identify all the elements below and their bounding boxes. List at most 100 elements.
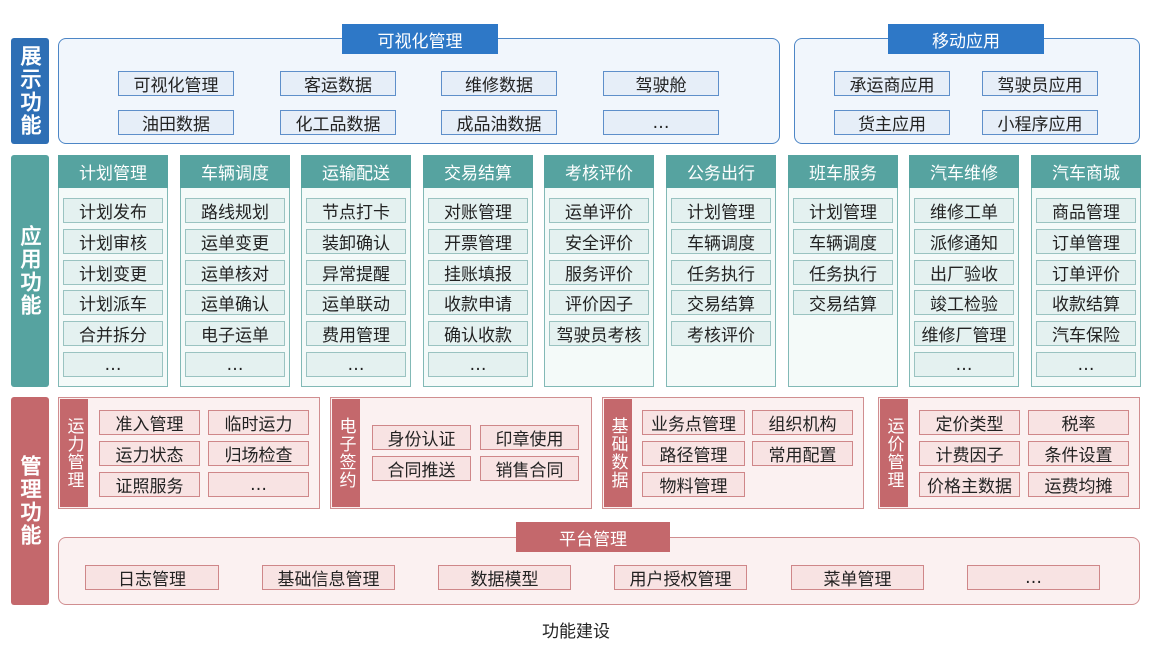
app-column-item: 计划管理 [671,198,771,223]
app-column-title: 考核评价 [544,155,654,188]
app-column-item: 运单核对 [185,260,285,285]
app-column-item: 路线规划 [185,198,285,223]
app-column-item: 开票管理 [428,229,528,254]
mgmt-item: 印章使用 [480,425,579,450]
platform-item: 菜单管理 [791,565,924,590]
mgmt-item: 常用配置 [752,441,853,466]
mgmt-group-title: 运价管理 [880,399,908,507]
app-column-item: 合并拆分 [63,321,163,346]
app-column-item: 考核评价 [671,321,771,346]
mgmt-item: 税率 [1028,410,1129,435]
app-column-item: 计划派车 [63,290,163,315]
mgmt-item: 价格主数据 [919,472,1020,497]
app-column-item: 装卸确认 [306,229,406,254]
app-column-item: 任务执行 [671,260,771,285]
mgmt-item: 业务点管理 [642,410,745,435]
app-column-item: 评价因子 [549,290,649,315]
app-column-item: 维修工单 [914,198,1014,223]
mgmt-item: 条件设置 [1028,441,1129,466]
app-column-item: 收款结算 [1036,290,1136,315]
app-column-item: 维修厂管理 [914,321,1014,346]
mgmt-item: 物料管理 [642,472,745,497]
app-column-item: 交易结算 [793,290,893,315]
mgmt-item: 准入管理 [99,410,200,435]
app-column-item: 费用管理 [306,321,406,346]
app-column-item: 节点打卡 [306,198,406,223]
app-column-item: 任务执行 [793,260,893,285]
app-column-title: 汽车维修 [909,155,1019,188]
app-column-item: 订单评价 [1036,260,1136,285]
app-column-item: 运单联动 [306,290,406,315]
app-column-item: 交易结算 [671,290,771,315]
app-column-item: 车辆调度 [671,229,771,254]
app-column-item: 电子运单 [185,321,285,346]
visual-mgmt-item: 维修数据 [441,71,557,96]
tier-label-application: 应用功能 [11,155,49,387]
app-column-item: 派修通知 [914,229,1014,254]
diagram-caption: 功能建设 [542,621,610,642]
mgmt-item: 临时运力 [208,410,309,435]
app-column-title: 计划管理 [58,155,168,188]
platform-item: 基础信息管理 [262,565,395,590]
app-column-item: 计划管理 [793,198,893,223]
app-column-item: 对账管理 [428,198,528,223]
app-column-item: 异常提醒 [306,260,406,285]
app-column-item: 服务评价 [549,260,649,285]
app-column-item: 商品管理 [1036,198,1136,223]
tier-label-display: 展示功能 [11,38,49,144]
platform-title: 平台管理 [516,522,670,552]
app-column-item-more: … [914,352,1014,377]
app-column-item: 计划变更 [63,260,163,285]
app-column-title: 交易结算 [423,155,533,188]
mgmt-item: 归场检查 [208,441,309,466]
app-column-item: 车辆调度 [793,229,893,254]
mgmt-item: 运费均摊 [1028,472,1129,497]
mgmt-item: 计费因子 [919,441,1020,466]
visual-mgmt-title: 可视化管理 [342,24,498,54]
app-column-item-more: … [1036,352,1136,377]
visual-mgmt-item: 可视化管理 [118,71,234,96]
app-column-title: 班车服务 [788,155,898,188]
mgmt-group-esign [330,397,592,509]
app-column-item-more: … [428,352,528,377]
app-column-item: 竣工检验 [914,290,1014,315]
mgmt-item: 销售合同 [480,456,579,481]
mobile-app-title: 移动应用 [888,24,1044,54]
mgmt-item: 身份认证 [372,425,471,450]
mgmt-item: 定价类型 [919,410,1020,435]
mgmt-item: 路径管理 [642,441,745,466]
visual-mgmt-item: 成品油数据 [441,110,557,135]
platform-item: 日志管理 [85,565,219,590]
app-column-item: 挂账填报 [428,260,528,285]
app-column-item: 收款申请 [428,290,528,315]
platform-item: 用户授权管理 [614,565,747,590]
app-column-item: 计划审核 [63,229,163,254]
app-column-item: 订单管理 [1036,229,1136,254]
app-column-title: 车辆调度 [180,155,290,188]
mgmt-group-title: 基础数据 [604,399,632,507]
mgmt-item: 组织机构 [752,410,853,435]
tier-label-management: 管理功能 [11,397,49,605]
mobile-app-item: 货主应用 [834,110,950,135]
app-column-item: 确认收款 [428,321,528,346]
platform-item-more: … [967,565,1100,590]
platform-item: 数据模型 [438,565,571,590]
app-column-title: 公务出行 [666,155,776,188]
app-column-item: 运单确认 [185,290,285,315]
app-column-item: 驾驶员考核 [549,321,649,346]
mgmt-group-title: 运力管理 [60,399,88,507]
mgmt-item: 合同推送 [372,456,471,481]
visual-mgmt-item: 驾驶舱 [603,71,719,96]
mobile-app-item: 小程序应用 [982,110,1098,135]
mobile-app-item: 承运商应用 [834,71,950,96]
visual-mgmt-item-more: … [603,110,719,135]
visual-mgmt-item: 化工品数据 [280,110,396,135]
app-column-title: 汽车商城 [1031,155,1141,188]
app-column-item: 安全评价 [549,229,649,254]
app-column-item: 出厂验收 [914,260,1014,285]
app-column-item-more: … [185,352,285,377]
visual-mgmt-item: 油田数据 [118,110,234,135]
app-column-item-more: … [306,352,406,377]
app-column-item: 计划发布 [63,198,163,223]
app-column-item: 汽车保险 [1036,321,1136,346]
